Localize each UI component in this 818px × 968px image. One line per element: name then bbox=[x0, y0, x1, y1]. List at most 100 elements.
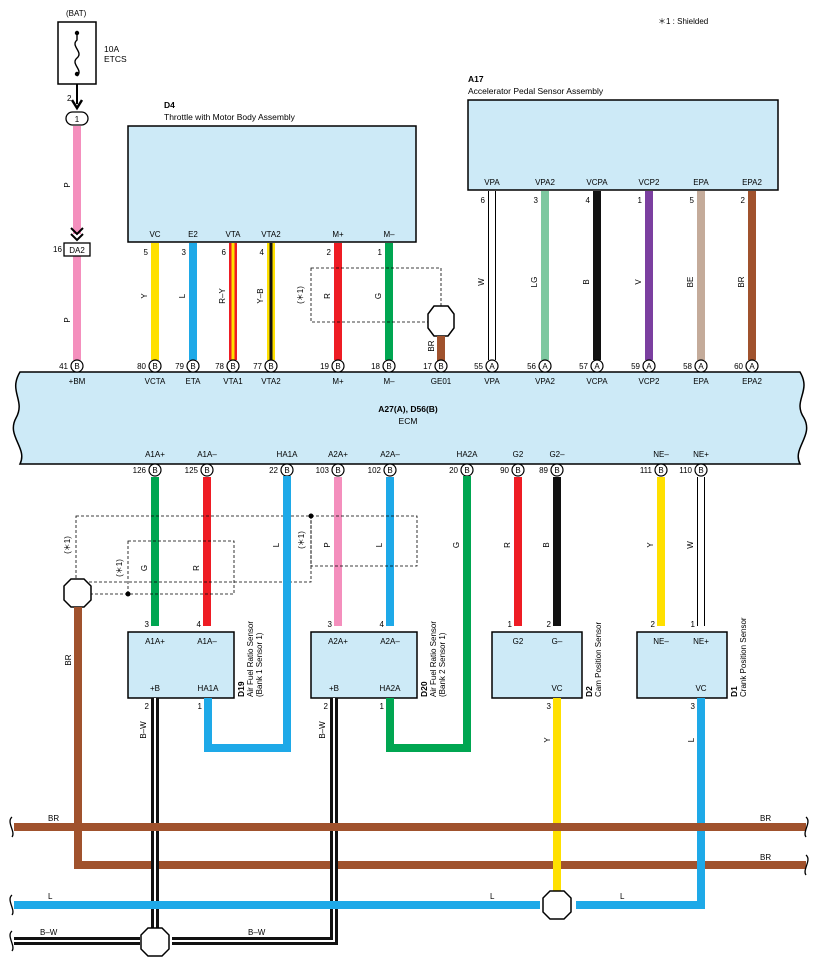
wire-ha1a-loop bbox=[204, 476, 291, 752]
ecm-bottom-pin-conn: B bbox=[387, 466, 392, 475]
d4-pin-label: VTA2 bbox=[261, 230, 281, 239]
d20-code: D20 bbox=[419, 681, 429, 697]
connector-da2 bbox=[63, 242, 91, 257]
d4-pin-number: 1 bbox=[378, 248, 383, 257]
d19_pins-bottom-pin-number: 2 bbox=[145, 702, 150, 711]
fuse-pin-number: 2 bbox=[67, 94, 72, 103]
d20_pins-bottom-pin-number: 2 bbox=[324, 702, 329, 711]
ecm-top-pin-number: 55 bbox=[474, 362, 483, 371]
bus-bw-break-left bbox=[9, 930, 14, 952]
wire-low-color-4: L bbox=[375, 542, 384, 547]
ecm-bottom-pin-conn: B bbox=[152, 466, 157, 475]
ecm-top-pin-number: 77 bbox=[253, 362, 262, 371]
ecm-bottom-pin-number: 22 bbox=[269, 466, 278, 475]
splice-bw bbox=[140, 927, 170, 957]
a17-pin-label: EPA bbox=[693, 178, 709, 187]
wire-low-color-6: R bbox=[503, 542, 512, 548]
ecm-box bbox=[12, 371, 808, 465]
d20_pins-top-pin-label: A2A+ bbox=[328, 637, 348, 646]
ecm-bottom-pin-label: HA1A bbox=[277, 450, 299, 459]
fuse-rating: 10A bbox=[104, 44, 119, 54]
shield-mark-d19: (＊1) bbox=[115, 559, 124, 577]
ecm-top-pin-number: 41 bbox=[59, 362, 68, 371]
ecm-bottom-pin-circle bbox=[511, 463, 525, 477]
ground-splice-ge01 bbox=[427, 305, 455, 337]
fuse-name: ETCS bbox=[104, 54, 127, 64]
ecm-bottom-pin-conn: B bbox=[515, 466, 520, 475]
d19_pins-top-pin-number: 4 bbox=[197, 620, 202, 629]
d19-code: D19 bbox=[236, 681, 246, 697]
ecm-top-pin-label: VCPA bbox=[586, 377, 608, 386]
ecm-bottom-pin-circle bbox=[200, 463, 214, 477]
wire-shield-br-color: BR bbox=[64, 654, 73, 665]
d1_pins-top-pin-number: 2 bbox=[651, 620, 656, 629]
d1-box bbox=[636, 631, 728, 699]
ecm-top-pin-number: 19 bbox=[320, 362, 329, 371]
bus-l-break-left bbox=[9, 894, 14, 916]
ecm-top-pin-circle bbox=[434, 359, 448, 373]
ecm-top-pin-conn: B bbox=[152, 362, 157, 371]
connector-oval-1-label: 1 bbox=[75, 115, 80, 124]
ecm-top-pin-conn: B bbox=[386, 362, 391, 371]
ecm-bottom-pin-number: 103 bbox=[316, 466, 330, 475]
ecm-bottom-pin-label: A2A+ bbox=[328, 450, 348, 459]
d19-sub: (Bank 1 Sensor 1) bbox=[255, 632, 264, 697]
d1_pins-bottom-pin-number: 3 bbox=[691, 702, 696, 711]
wire-d4-color-1: L bbox=[178, 293, 187, 298]
d4-pin-number: 5 bbox=[144, 248, 149, 257]
ecm-top-pin-circle bbox=[538, 359, 552, 373]
a17-pin-number: 3 bbox=[534, 196, 539, 205]
wire-bm-lower-color: P bbox=[63, 317, 72, 322]
wire-ge01-color: BR bbox=[427, 340, 436, 351]
ecm-top-pin-conn: B bbox=[268, 362, 273, 371]
d19-box bbox=[127, 631, 235, 699]
ecm-top-pin-circle bbox=[745, 359, 759, 373]
d2_pins-top-pin-label: G– bbox=[552, 637, 563, 646]
shield-loop-motor bbox=[310, 267, 442, 323]
d20_pins-bottom-pin-number: 1 bbox=[380, 702, 385, 711]
ecm-top-pin-label: ETA bbox=[186, 377, 202, 386]
bus-br-1-color-left: BR bbox=[48, 814, 59, 823]
d19_pins-top-pin-number: 3 bbox=[145, 620, 150, 629]
shield-mark-outer: (＊1) bbox=[63, 536, 72, 554]
d19-name: Air Fuel Ratio Sensor bbox=[246, 621, 255, 697]
ecm-top-pin-number: 79 bbox=[175, 362, 184, 371]
d4-pin-number: 3 bbox=[182, 248, 187, 257]
ecm-top-pin-circle bbox=[148, 359, 162, 373]
splice-l bbox=[542, 890, 572, 920]
d20-box bbox=[310, 631, 418, 699]
d1_pins-top-pin-number: 1 bbox=[691, 620, 696, 629]
wire-low-color-3: P bbox=[323, 542, 332, 547]
double-chevron-icon bbox=[70, 227, 84, 242]
ecm-bottom-pin-number: 89 bbox=[539, 466, 548, 475]
wire-d4-color-0: Y bbox=[140, 293, 149, 299]
ecm-top-pin-conn: A bbox=[698, 362, 704, 371]
a17-code: A17 bbox=[468, 74, 484, 84]
ecm-bottom-pin-circle bbox=[694, 463, 708, 477]
fuse-supply-label: (BAT) bbox=[66, 9, 87, 18]
ecm-top-pin-label: VPA bbox=[484, 377, 500, 386]
d4-pin-number: 6 bbox=[222, 248, 227, 257]
wire-low-color-8: Y bbox=[646, 542, 655, 548]
ecm-top-pin-number: 58 bbox=[683, 362, 692, 371]
bus-bw-color-1: B–W bbox=[40, 928, 58, 937]
wire-low-color-7: B bbox=[542, 542, 551, 547]
ecm-top-pin-number: 80 bbox=[137, 362, 146, 371]
ecm-bottom-pin-label: G2 bbox=[513, 450, 524, 459]
fuse-pin-dot bbox=[74, 30, 80, 36]
ecm-code: A27(A), D56(B) bbox=[378, 404, 438, 414]
wire-d2-vc-color: Y bbox=[543, 737, 552, 743]
ecm-top-pin-circle bbox=[382, 359, 396, 373]
d2_pins-top-pin-number: 1 bbox=[508, 620, 513, 629]
d2_pins-bottom-pin-label: VC bbox=[551, 684, 562, 693]
ecm-top-pin-label: VTA1 bbox=[223, 377, 243, 386]
d2_pins-top-pin-number: 2 bbox=[547, 620, 552, 629]
bus-br-2-color-right: BR bbox=[760, 853, 771, 862]
d20-name: Air Fuel Ratio Sensor bbox=[429, 621, 438, 697]
shield-mark-d20: (＊1) bbox=[297, 531, 306, 549]
a17-pin-label: EPA2 bbox=[742, 178, 762, 187]
ecm-bottom-pin-number: 20 bbox=[449, 466, 458, 475]
ecm-top-pin-circle bbox=[590, 359, 604, 373]
ecm-bottom-pin-label: A1A+ bbox=[145, 450, 165, 459]
bus-l-color-2: L bbox=[490, 892, 495, 901]
